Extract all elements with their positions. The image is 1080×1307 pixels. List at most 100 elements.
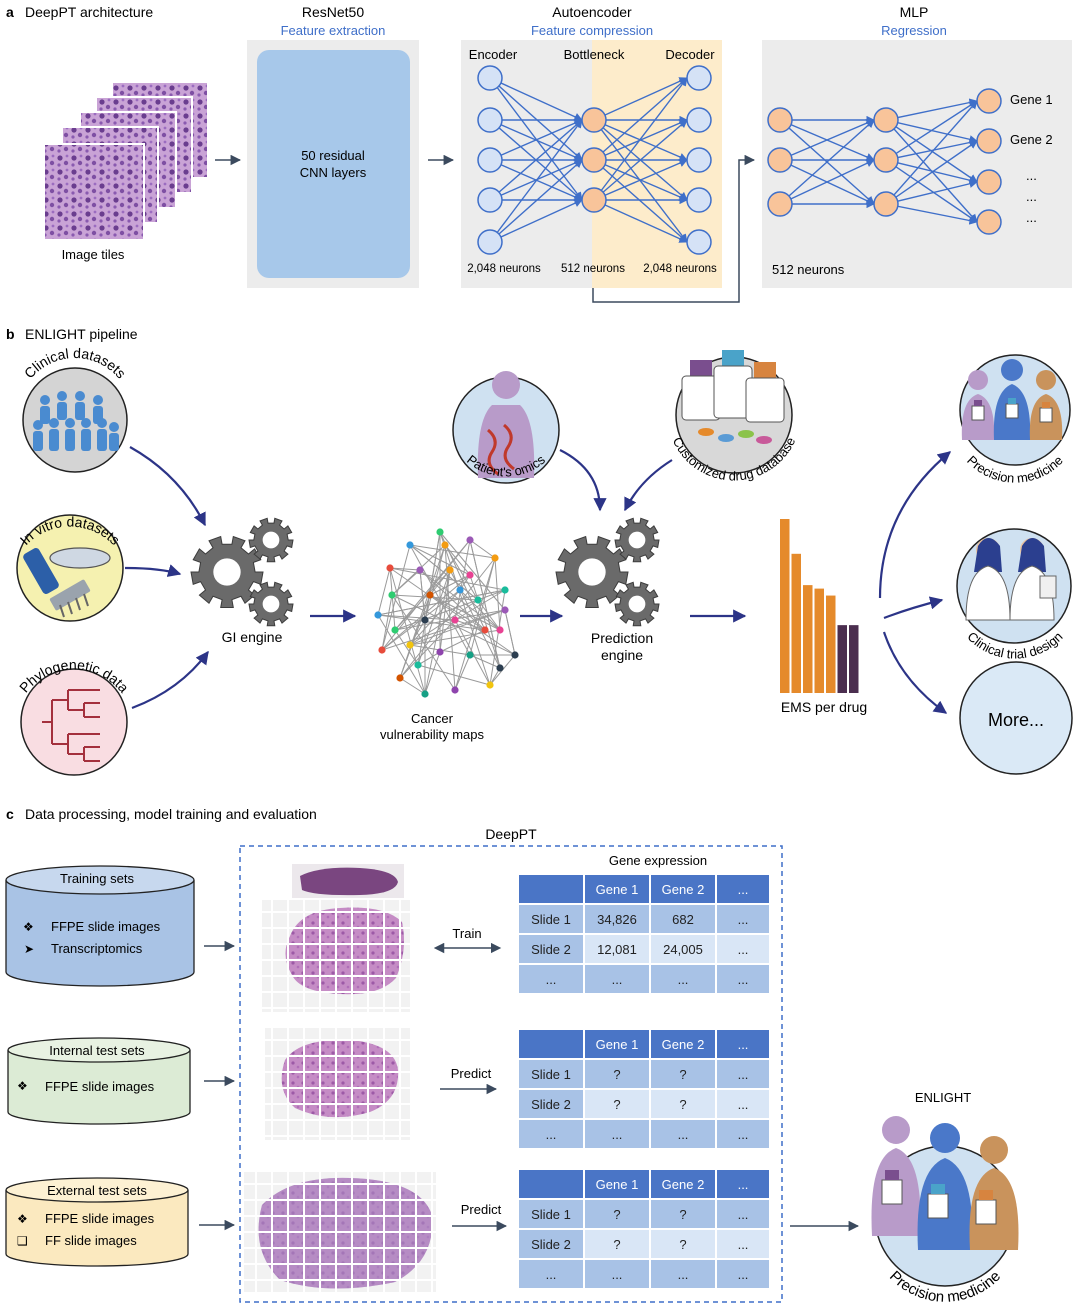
network-edge (454, 654, 471, 691)
bottleneck-label: Bottleneck (564, 47, 625, 62)
ae-edge (593, 119, 688, 243)
table-header-text: ... (738, 1177, 749, 1192)
mlp-node (976, 88, 1002, 114)
internal-bullet1: ❖ (17, 1079, 28, 1093)
table-cell (715, 1088, 771, 1120)
network-edge (377, 614, 486, 631)
table-cell-text: ? (613, 1207, 620, 1222)
external-bullet2: ❑ (17, 1234, 28, 1248)
ae-edge (489, 77, 583, 161)
ems-label: EMS per drug (781, 699, 867, 715)
bottleneck-neurons: 512 neurons (561, 263, 625, 275)
table-header-text: Gene 2 (662, 882, 705, 897)
network-node (466, 651, 474, 659)
external-item1: FFPE slide images (45, 1211, 155, 1226)
phylogenetic-tree-icon (42, 689, 100, 762)
table-cell (517, 903, 585, 935)
mlp-node (976, 169, 1002, 195)
table-cell-text: ? (679, 1097, 686, 1112)
ae-edge (593, 119, 688, 201)
prediction-engine-line2: engine (601, 647, 643, 663)
network-edge (454, 539, 471, 621)
ems-bar (826, 595, 836, 693)
table-cell-text: ... (738, 1067, 749, 1082)
mlp-node (873, 191, 899, 217)
network-node (496, 664, 504, 672)
table-cell-text: ... (738, 1237, 749, 1252)
panel-c-letter: c (6, 806, 14, 822)
table-cell-text: ? (679, 1067, 686, 1082)
patients-omics-circle: Patient's omics (452, 371, 560, 484)
table-cell (715, 963, 771, 995)
resnet-box-line1: 50 residual (301, 148, 365, 163)
table-cell-text: ... (612, 972, 623, 987)
table-cell-text: ... (546, 1127, 557, 1142)
ae-edge (489, 199, 583, 243)
mlp-edge (885, 179, 978, 205)
ems-bar (803, 585, 813, 693)
network-edge (377, 614, 426, 695)
table-cell (583, 1088, 651, 1120)
mlp-node (976, 209, 1002, 235)
network-edge (409, 544, 479, 601)
table-cell-text: ... (612, 1127, 623, 1142)
table-header-cell (517, 873, 585, 905)
table-cell (649, 1058, 717, 1090)
resnet-box-line2: CNN layers (300, 165, 367, 180)
table-cell (715, 1228, 771, 1260)
decoder-node (686, 229, 712, 255)
table-cell-text: 682 (672, 912, 694, 927)
table-cell (649, 1258, 717, 1290)
patients-icon (961, 359, 1063, 440)
mlp-dots1: ... (1026, 168, 1037, 183)
deeppt-label: DeepPT (485, 826, 537, 842)
network-node (388, 591, 396, 599)
mlp-edge (779, 119, 875, 205)
network-edge (399, 677, 426, 695)
table-cell (517, 1118, 585, 1150)
table-cell-text: ? (613, 1097, 620, 1112)
mlp-dots2: ... (1026, 189, 1037, 204)
network-edge (444, 544, 471, 576)
network-node (491, 554, 499, 562)
mlp-edge (885, 140, 978, 205)
network-edge (381, 609, 506, 651)
gi-engine-gears-icon (190, 517, 294, 627)
table-cell-text: ... (678, 972, 689, 987)
panel-a: a DeepPT architecture Image tiles ResNet… (6, 4, 1072, 303)
mlp-node (767, 107, 793, 133)
training-sets-cylinder: Training sets ❖ FFPE slide images ➤ Tran… (5, 865, 195, 987)
patient-body-icon (477, 371, 535, 478)
table-cell-text: Slide 2 (531, 942, 571, 957)
mlp-node (976, 128, 1002, 154)
network-node (496, 626, 504, 634)
network-node (391, 626, 399, 634)
network-edge (439, 569, 451, 653)
table-cell-text: ? (613, 1237, 620, 1252)
deeppt-dashed-box (239, 845, 783, 1303)
network-node (511, 651, 519, 659)
network-node (436, 528, 444, 536)
internal-slide-image (265, 1028, 410, 1140)
external-bullet1: ❖ (17, 1212, 28, 1226)
gene-expression-label: Gene expression (609, 853, 707, 868)
table-cell (517, 1058, 585, 1090)
mlp-edge (885, 159, 978, 185)
network-node (406, 641, 414, 649)
table-cell (583, 1258, 651, 1290)
mlp-gene1: Gene 1 (1010, 92, 1053, 107)
cancer-maps-line2: vulnerability maps (380, 727, 485, 742)
panel-c-title: Data processing, model training and eval… (25, 806, 317, 822)
ems-bar (837, 625, 847, 693)
bottleneck-node (581, 107, 607, 133)
mlp-panel (762, 40, 1072, 288)
mlp-edge (885, 100, 978, 205)
internal-test-cylinder: Internal test sets ❖ FFPE slide images (7, 1037, 191, 1125)
table-cell (517, 1088, 585, 1120)
panel-a-letter: a (6, 4, 14, 20)
table-cell-text: ... (546, 972, 557, 987)
network-node (466, 571, 474, 579)
gear-hole (262, 531, 280, 549)
table-cell-text: Slide 1 (531, 1207, 571, 1222)
encoder-label: Encoder (469, 47, 518, 62)
